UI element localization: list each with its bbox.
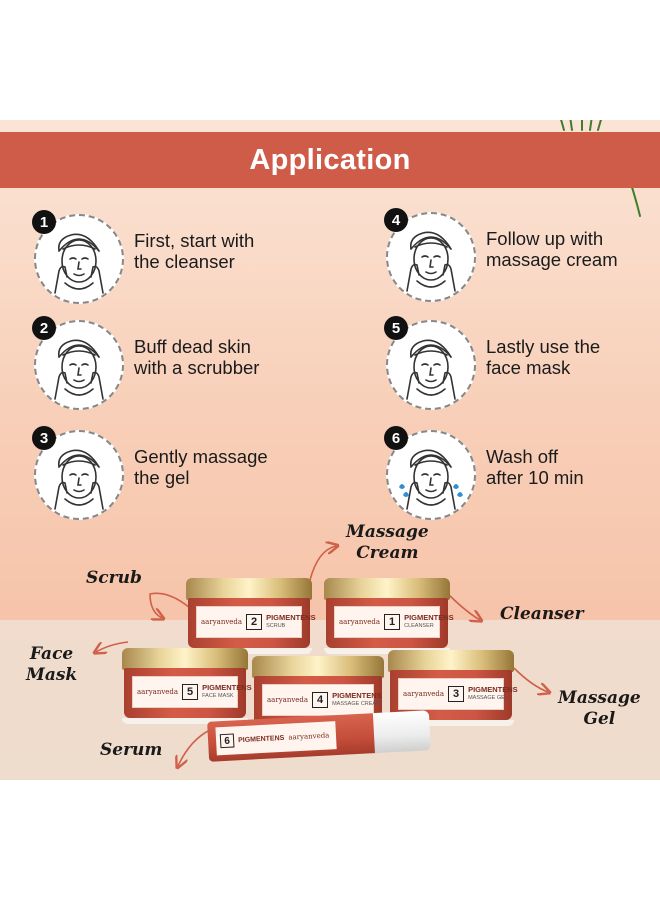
step-text: First, start with the cleanser [134,230,255,272]
face-mask-icon [386,320,476,410]
step-text: Gently massage the gel [134,446,268,488]
step-number-badge: 6 [384,426,408,450]
step-3: 3 Gently massage the gel [26,426,326,522]
step-2: 2 Buff dead skin with a scrubber [26,316,326,412]
step-number-badge: 4 [384,208,408,232]
step-text: Lastly use the face mask [486,336,601,378]
label-face-mask: Face Mask [26,644,78,685]
step-number-badge: 5 [384,316,408,340]
step-number-badge: 1 [32,210,56,234]
face-massage-gel-icon [34,430,124,520]
product-group: Massage Cream Scrub Cleanser Face Mask M… [0,520,660,780]
label-cleanser: Cleanser [500,604,584,624]
step-1: 1 First, start with the cleanser [26,210,326,306]
step-4: 4 Follow up with massage cream [378,208,660,304]
label-massage-cream: Massage Cream [346,522,429,563]
step-text: Buff dead skin with a scrubber [134,336,260,378]
label-massage-gel: Massage Gel [558,688,641,729]
application-panel: Application 1 First, start with the clea… [0,120,660,780]
label-serum: Serum [100,740,163,760]
step-5: 5 Lastly use the face mask [378,316,660,412]
step-6: 6 Wash off after 10 min [378,426,660,522]
step-number-badge: 3 [32,426,56,450]
step-number-badge: 2 [32,316,56,340]
page-title: Application [249,143,411,176]
label-scrub: Scrub [86,568,142,588]
label-arrows [0,520,660,780]
step-text: Follow up with massage cream [486,228,618,270]
application-banner: Application [0,132,660,188]
step-text: Wash off after 10 min [486,446,584,488]
